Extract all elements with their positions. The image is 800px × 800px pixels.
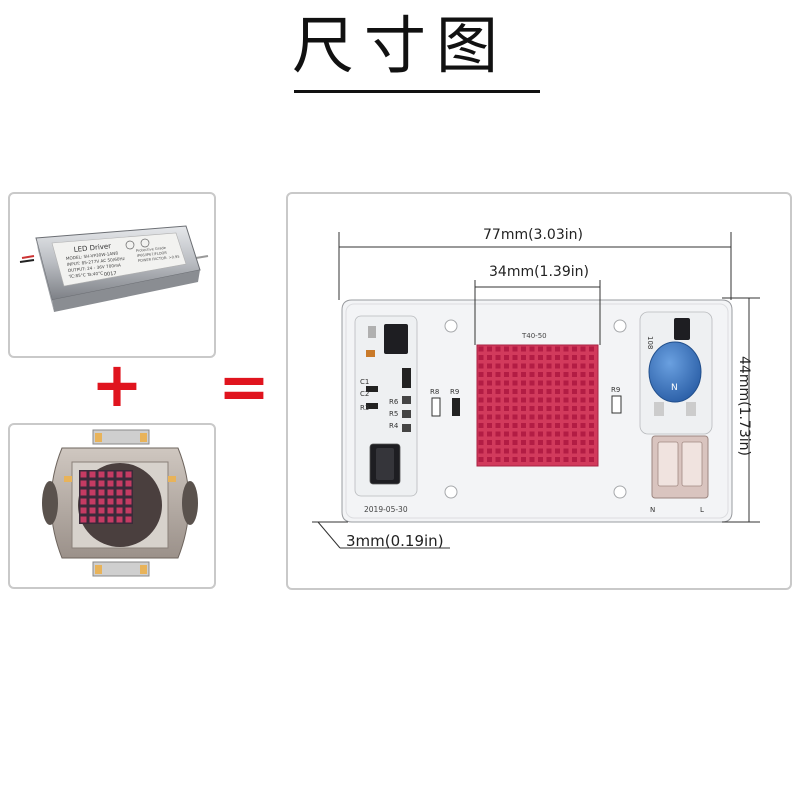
component-r6: R6 bbox=[389, 398, 399, 406]
plus-sign: + bbox=[91, 348, 143, 421]
high-power-led-illustration bbox=[42, 429, 198, 577]
led-driver-illustration bbox=[19, 225, 209, 312]
offset-dimension-label: 3mm(0.19in) bbox=[346, 532, 444, 550]
driver-line-2: INPUT: 85-277V AC 50/60Hz bbox=[67, 256, 126, 267]
terminal-neutral: N bbox=[650, 506, 655, 514]
dimension-lines bbox=[312, 232, 760, 549]
component-r9a: R9 bbox=[450, 388, 459, 396]
driver-line-3: OUTPUT: 24 - 36V 700mA bbox=[68, 262, 122, 273]
component-r8: R8 bbox=[430, 388, 439, 396]
terminal-live: L bbox=[700, 506, 704, 514]
driver-batch: 0017 bbox=[104, 271, 117, 278]
date-code: 2019-05-30 bbox=[364, 505, 408, 514]
mounting-hole bbox=[613, 485, 627, 499]
driver-line-1: MODEL: SH-VP30W-1AN8 bbox=[66, 251, 119, 261]
driver-line-4: TC:85°C Ta:40°C bbox=[68, 270, 104, 279]
title-underline bbox=[294, 90, 540, 93]
pcb-module bbox=[341, 299, 733, 523]
cert-mark-icon bbox=[140, 238, 150, 248]
chip-dimension-label: 34mm(1.39in) bbox=[489, 264, 589, 280]
component-r3: R3 bbox=[360, 404, 369, 412]
driver-side-line-1: Protective Grade bbox=[136, 246, 167, 253]
component-c2: C2 bbox=[360, 390, 369, 398]
varistor bbox=[648, 341, 702, 403]
component-r5: R5 bbox=[389, 410, 398, 418]
cert-mark-icon bbox=[125, 240, 135, 250]
component-c1: C1 bbox=[360, 378, 369, 386]
component-r4: R4 bbox=[389, 422, 399, 430]
component-108: 108 bbox=[646, 336, 654, 349]
driver-heading: LED Driver bbox=[73, 242, 111, 254]
mounting-hole bbox=[613, 319, 627, 333]
driver-side-line-3: POWER FACTOR: >0.95 bbox=[138, 255, 180, 263]
component-r9b: R9 bbox=[611, 386, 620, 394]
chip-label: T40-50 bbox=[521, 332, 547, 340]
varistor-mark: N bbox=[671, 383, 678, 393]
mounting-hole bbox=[444, 485, 458, 499]
offset-leader-line bbox=[317, 521, 341, 549]
title-block: 尺寸图 bbox=[0, 4, 800, 88]
led-chip-array bbox=[476, 344, 599, 467]
height-dimension-label: 44mm(1.73in) bbox=[736, 356, 752, 456]
width-dimension-label: 77mm(3.03in) bbox=[483, 227, 583, 243]
page-title: 尺寸图 bbox=[291, 9, 508, 82]
mounting-hole bbox=[444, 319, 458, 333]
equals-sign: = bbox=[218, 350, 270, 423]
driver-side-line-2: IP66/IP67/FLOOR bbox=[137, 251, 168, 258]
